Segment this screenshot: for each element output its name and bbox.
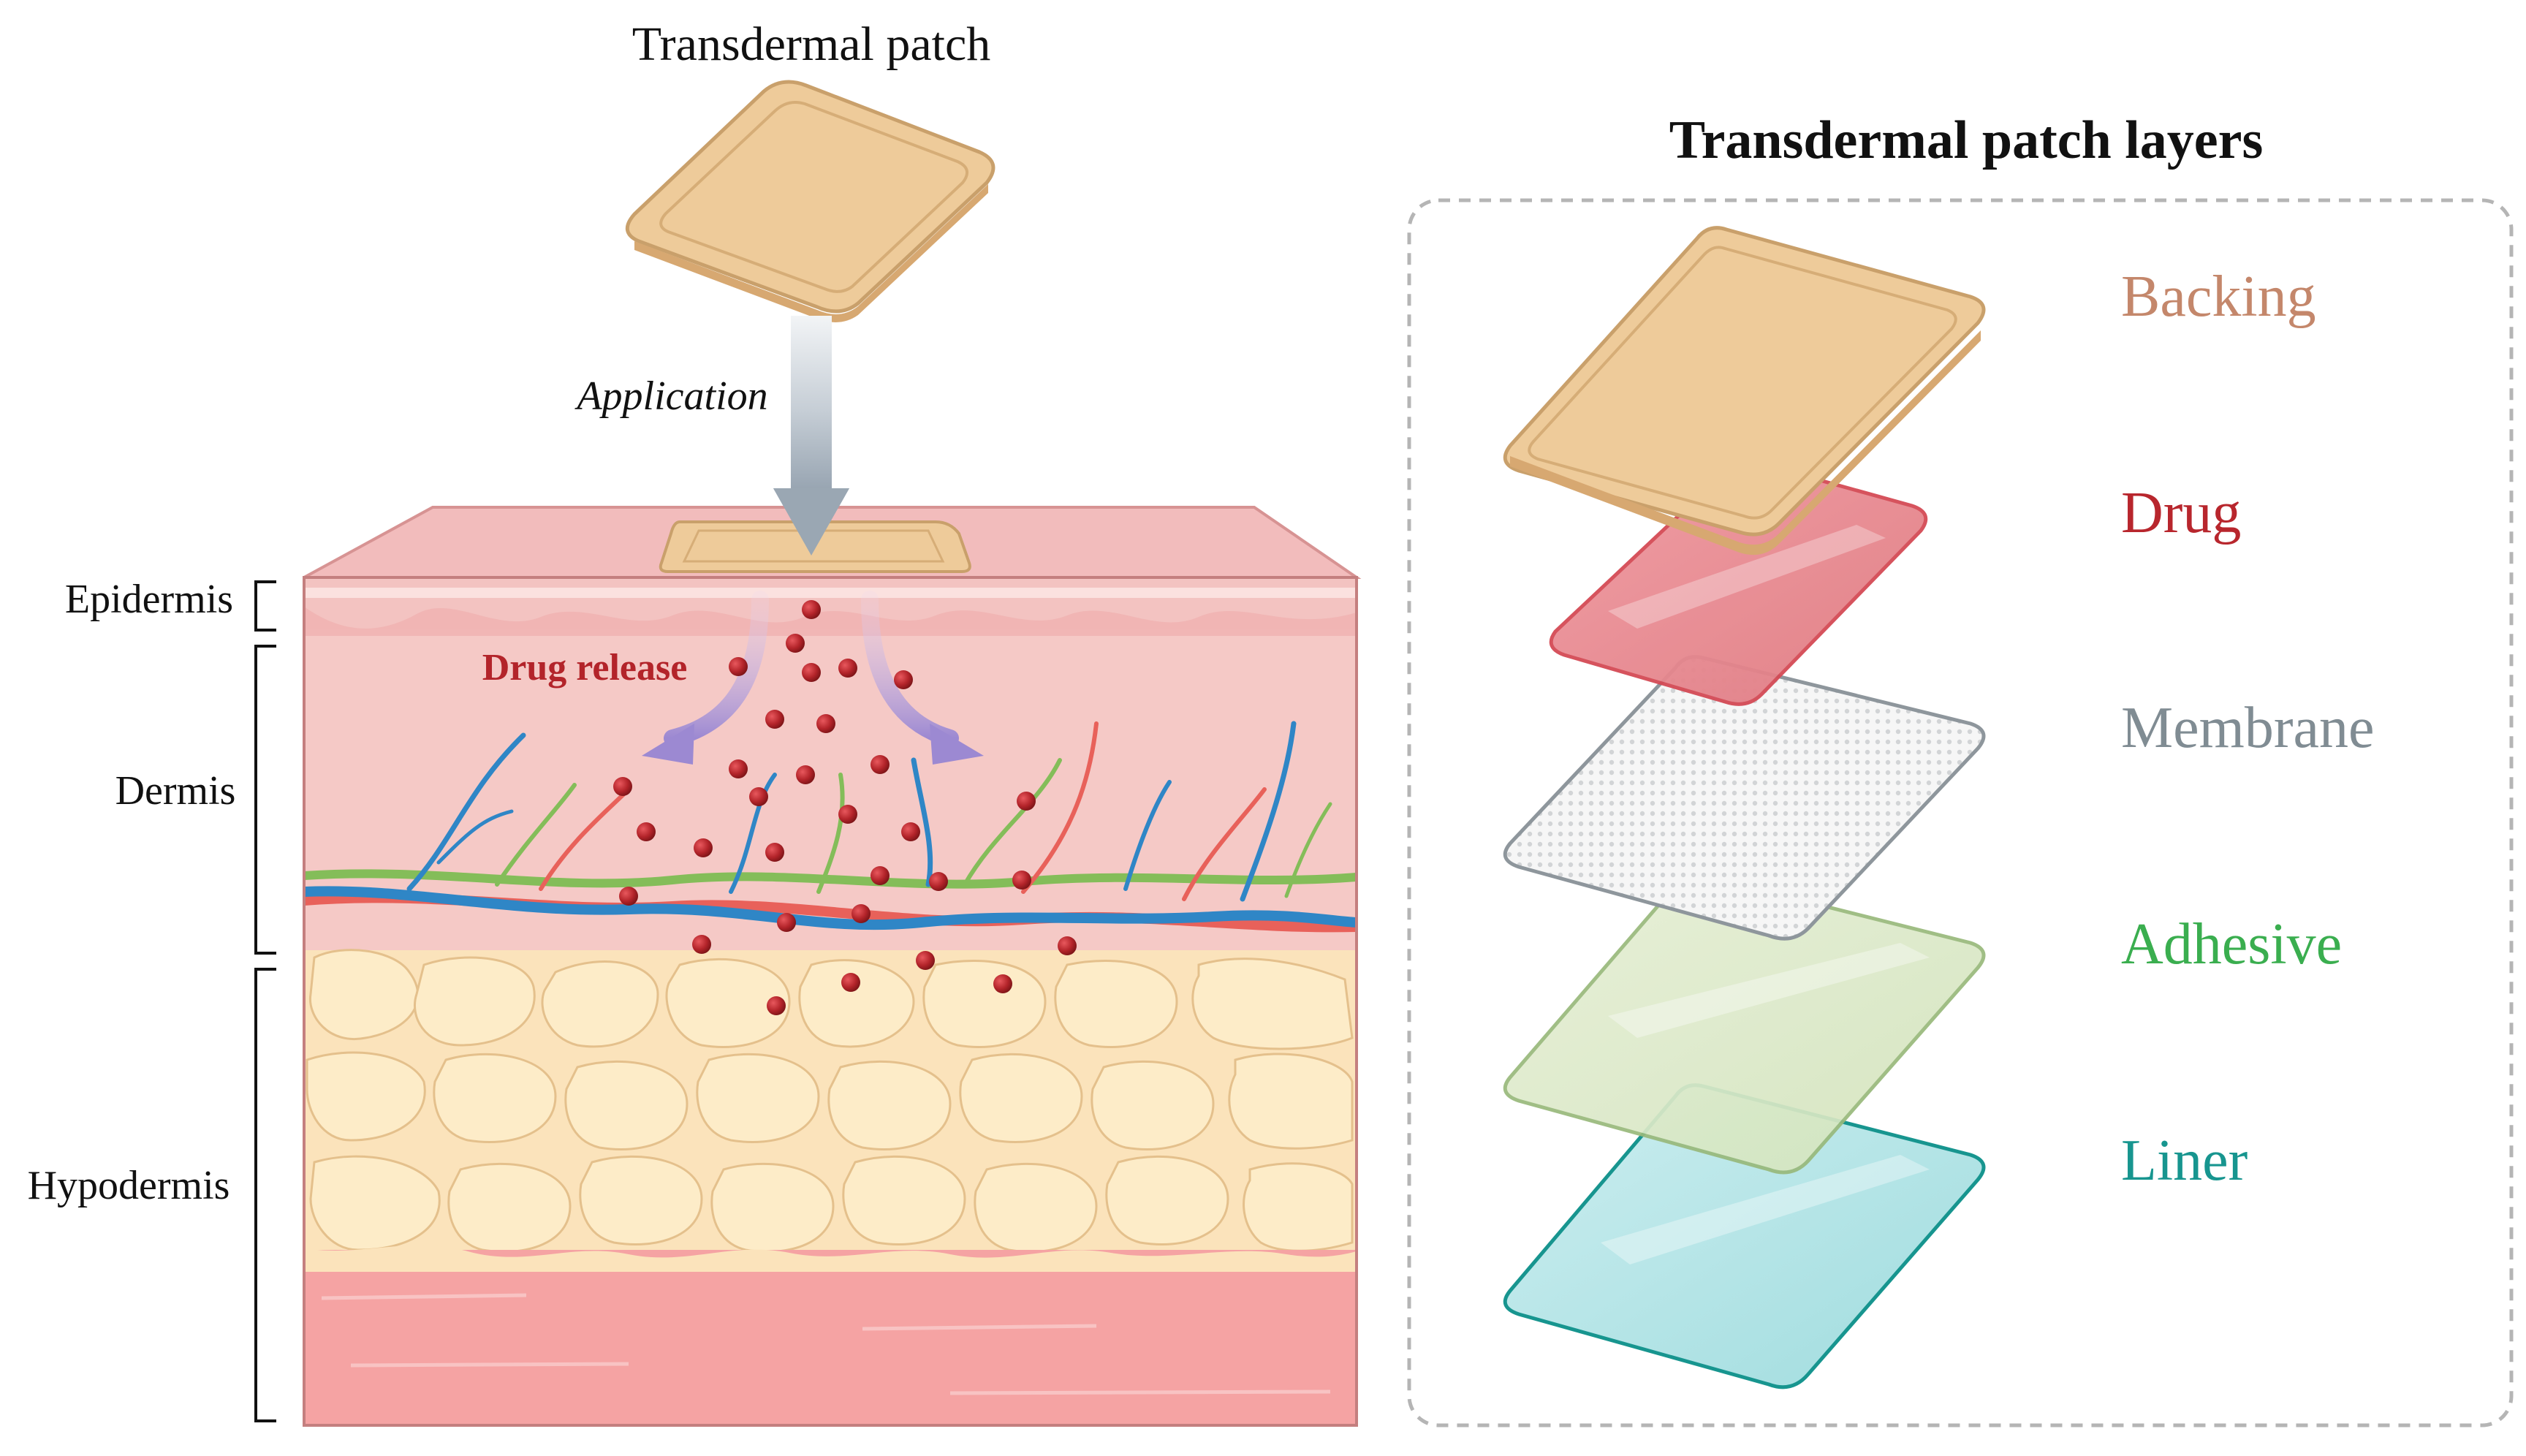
skin-cross-section — [303, 488, 1362, 1427]
epidermis-bracket — [254, 580, 276, 632]
drug-particle-icon — [894, 670, 913, 689]
drug-particle-icon — [777, 913, 796, 932]
layer-label-drug: Drug — [2121, 481, 2241, 545]
drug-release-label: Drug release — [482, 647, 688, 689]
drug-particle-icon — [767, 996, 786, 1015]
hypodermis-bracket — [254, 968, 276, 1422]
drug-particle-icon — [765, 710, 784, 729]
layer-label-adhesive: Adhesive — [2121, 912, 2342, 977]
drug-particle-icon — [802, 600, 821, 619]
drug-particle-icon — [613, 777, 632, 796]
hypodermis-label: Hypodermis — [28, 1163, 230, 1208]
layer-label-backing: Backing — [2121, 265, 2316, 329]
drug-particle-icon — [786, 634, 805, 653]
patch-title: Transdermal patch — [632, 18, 991, 71]
drug-particle-icon — [871, 866, 890, 885]
drug-particle-icon — [1012, 871, 1031, 890]
drug-particle-icon — [637, 822, 656, 841]
skin-layer-brackets — [254, 580, 276, 1422]
drug-particle-icon — [993, 974, 1012, 993]
layers-panel-frame — [1407, 198, 2514, 1427]
application-label: Application — [574, 374, 767, 419]
drug-particle-icon — [749, 787, 768, 806]
drug-particle-icon — [694, 838, 713, 857]
drug-particle-icon — [816, 714, 835, 733]
drug-particle-icon — [1058, 936, 1077, 955]
drug-particle-icon — [841, 973, 860, 992]
drug-particle-icon — [929, 872, 948, 891]
drug-release-arrows-icon — [642, 591, 984, 765]
drug-particle-icon — [802, 663, 821, 682]
backing-layer — [1503, 226, 1986, 556]
dermis-bracket — [254, 645, 276, 955]
layer-label-membrane: Membrane — [2121, 696, 2375, 760]
drug-particle-icon — [765, 843, 784, 862]
drug-particle-icon — [692, 935, 711, 954]
drug-particle-icon — [838, 805, 857, 824]
drug-particle-icon — [838, 659, 857, 678]
drug-particle-icon — [619, 887, 638, 906]
drug-particle-icon — [901, 822, 920, 841]
drug-particle-icon — [916, 951, 935, 970]
drug-particle-icon — [852, 904, 871, 923]
drug-particle-icon — [1017, 792, 1036, 811]
layers-title: Transdermal patch layers — [1669, 110, 2264, 170]
drug-particle-icon — [871, 755, 890, 774]
drug-particle-icon — [729, 657, 748, 676]
layer-label-liner: Liner — [2121, 1129, 2248, 1193]
drug-particles — [613, 600, 1077, 1015]
drug-particle-icon — [729, 759, 748, 778]
drug-particle-icon — [796, 765, 815, 784]
dermis-label: Dermis — [115, 768, 236, 814]
epidermis-label: Epidermis — [65, 577, 233, 622]
transdermal-patch-icon — [626, 80, 995, 322]
